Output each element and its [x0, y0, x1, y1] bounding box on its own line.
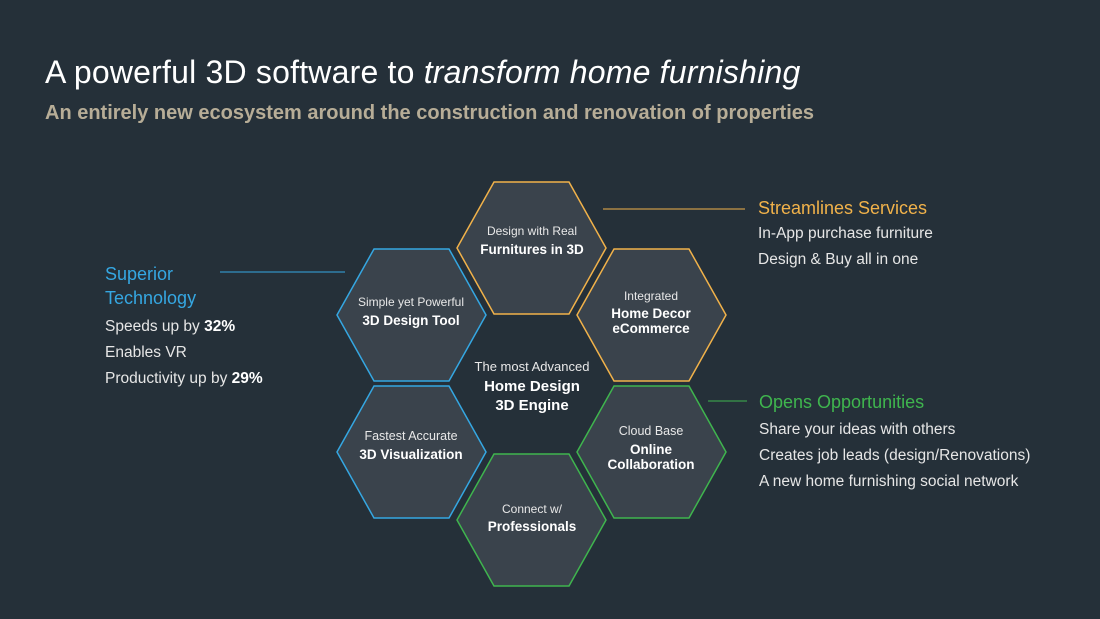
hex-bottom-right-line1: Cloud Base: [619, 424, 684, 438]
left-item-1: Speeds up by 32%: [105, 318, 235, 336]
hex-top-left-line1: Simple yet Powerful: [358, 295, 464, 309]
hex-top: [456, 181, 607, 315]
hex-bottom-line1: Connect w/: [502, 502, 563, 516]
slide-subtitle: An entirely new ecosystem around the con…: [45, 102, 815, 124]
right-bottom-item-1: Share your ideas with others: [759, 421, 956, 438]
left-item-2-text: Enables VR: [105, 344, 187, 361]
right-top-item-1: In-App purchase furniture: [758, 225, 933, 242]
left-item-1-value: 32%: [204, 318, 236, 335]
hex-bottom: [456, 453, 607, 587]
hex-top-line2: Furnitures in 3D: [480, 242, 584, 257]
hex-top-right: [576, 248, 727, 382]
hex-bottom-left: [336, 385, 487, 519]
title-plain-text: A powerful 3D software to: [45, 54, 424, 90]
center-line2: Home Design: [484, 378, 580, 395]
hex-top-left-line2: 3D Design Tool: [362, 313, 459, 328]
right-bottom-panel-heading: Opens Opportunities: [759, 392, 925, 412]
hex-top-right-line2: Home Decor: [611, 306, 691, 321]
left-item-1-text: Speeds up by: [105, 318, 205, 335]
hex-bottom-right: [576, 385, 727, 519]
right-top-item-2: Design & Buy all in one: [758, 251, 919, 268]
hex-top-left: [336, 248, 487, 382]
left-heading-line1: Superior: [105, 264, 174, 284]
right-bottom-item-3: A new home furnishing social network: [759, 473, 1019, 490]
hex-top-right-line1: Integrated: [624, 289, 678, 303]
right-bottom-item-2: Creates job leads (design/Renovations): [759, 447, 1031, 464]
right-top-panel-heading: Streamlines Services: [758, 198, 928, 218]
hex-bottom-left-line1: Fastest Accurate: [364, 429, 457, 443]
hex-bottom-left-line2: 3D Visualization: [359, 447, 462, 462]
left-item-2: Enables VR: [105, 344, 187, 362]
left-item-3-text: Productivity up by: [105, 370, 232, 387]
hex-bottom-line2: Professionals: [488, 519, 577, 534]
left-heading-line2: Technology: [105, 288, 197, 308]
left-item-3-value: 29%: [231, 370, 263, 387]
hex-top-line1: Design with Real: [487, 224, 577, 238]
center-line1: The most Advanced: [475, 359, 590, 374]
slide-title: A powerful 3D software to transform home…: [45, 54, 800, 91]
title-italic-text: transform home furnishing: [423, 54, 801, 90]
left-item-3: Productivity up by 29%: [105, 370, 263, 388]
hex-bottom-right-line3: Collaboration: [608, 457, 695, 472]
hex-bottom-right-line2: Online: [630, 442, 672, 457]
left-panel-heading: Superior Technology: [105, 262, 196, 310]
center-line3: 3D Engine: [495, 397, 568, 414]
hex-top-right-line3: eCommerce: [612, 321, 690, 336]
